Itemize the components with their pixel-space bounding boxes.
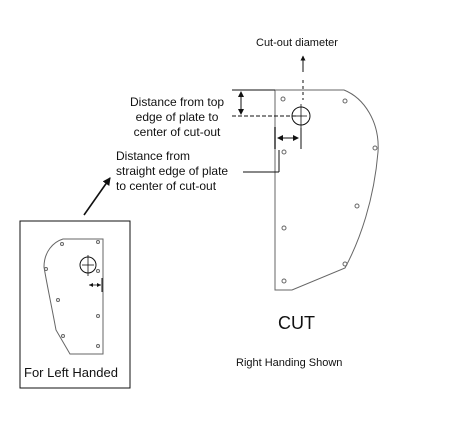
top-distance-dimension: [232, 89, 296, 117]
inset-frame: [19, 220, 131, 389]
mounting-hole: [96, 269, 100, 273]
main-pickguard-plate: [274, 89, 379, 291]
left-handed-caption: For Left Handed: [24, 365, 118, 380]
main-plate-outline: [274, 89, 379, 291]
straight-edge-line: Distance from: [116, 149, 191, 163]
mounting-hole: [281, 225, 287, 231]
mounting-hole: [342, 98, 348, 104]
mounting-hole: [280, 96, 286, 102]
right-handing-caption: Right Handing Shown: [236, 357, 343, 369]
top-distance-line: center of cut-out: [133, 125, 221, 139]
mounting-hole: [56, 298, 60, 302]
cutout-diameter-label: Cut-out diameter: [256, 37, 338, 49]
mounting-hole: [342, 261, 348, 267]
mounting-hole: [281, 149, 287, 155]
mounting-hole: [61, 334, 65, 338]
top-distance-label: Distance from top edge of plate to cente…: [130, 95, 224, 140]
straight-edge-label: Distance from straight edge of plate to …: [116, 149, 228, 194]
mounting-hole: [372, 145, 378, 151]
mounting-hole: [44, 267, 48, 271]
cut-label: CUT: [278, 313, 315, 333]
top-distance-line: edge of plate to: [135, 110, 219, 124]
straight-edge-line: straight edge of plate: [116, 164, 229, 178]
mounting-hole: [96, 240, 100, 244]
straight-edge-line: to center of cut-out: [116, 179, 217, 193]
mounting-hole: [96, 314, 100, 318]
mounting-hole: [354, 203, 360, 209]
mounting-hole: [281, 278, 287, 284]
straight-edge-dimension: [274, 127, 299, 149]
left-handed-inset: [19, 220, 131, 389]
top-distance-line: Distance from top: [130, 95, 225, 109]
left-plate-outline: [43, 238, 104, 355]
mounting-hole: [96, 344, 100, 348]
mounting-hole: [60, 242, 64, 246]
diagonal-arrow: [83, 177, 111, 216]
